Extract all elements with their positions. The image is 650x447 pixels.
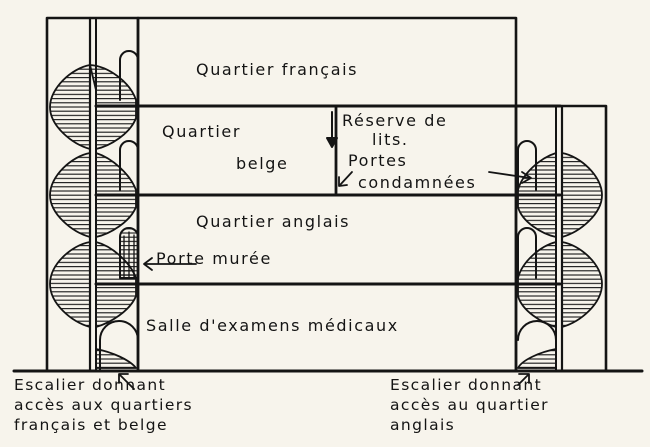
right-spiral-staircase — [517, 152, 603, 369]
right-caption-line3: anglais — [390, 416, 455, 434]
left-caption-line1: Escalier donnant — [14, 376, 166, 394]
reserve-marker — [326, 111, 338, 148]
label-reserve-2: lits. — [372, 130, 409, 149]
portes-condamnees-left-arrow — [338, 171, 353, 187]
right-caption-arrow — [517, 373, 530, 386]
label-portes-2: condamnées — [358, 173, 476, 192]
label-quartier-anglais: Quartier anglais — [196, 212, 350, 231]
label-quartier-francais: Quartier français — [196, 60, 358, 79]
left-caption-arrow — [118, 373, 135, 390]
right-stair-tower — [514, 104, 608, 373]
label-portes-1: Portes — [348, 151, 408, 170]
left-caption-line2: accès aux quartiers — [14, 396, 193, 414]
label-quartier-belge-2: belge — [236, 154, 288, 173]
label-reserve-1: Réserve de — [342, 111, 447, 130]
label-porte-muree: Porte murée — [156, 249, 272, 268]
right-caption-line1: Escalier donnant — [390, 376, 542, 394]
right-caption-line2: accès au quartier — [390, 396, 549, 414]
left-spiral-staircase — [49, 64, 137, 369]
left-caption-line3: français et belge — [14, 416, 168, 434]
portes-condamnees-right-arrow — [488, 171, 532, 184]
label-quartier-belge-1: Quartier — [162, 122, 241, 141]
label-salle-examens: Salle d'examens médicaux — [146, 316, 399, 335]
porte-muree-arrow — [143, 257, 197, 271]
